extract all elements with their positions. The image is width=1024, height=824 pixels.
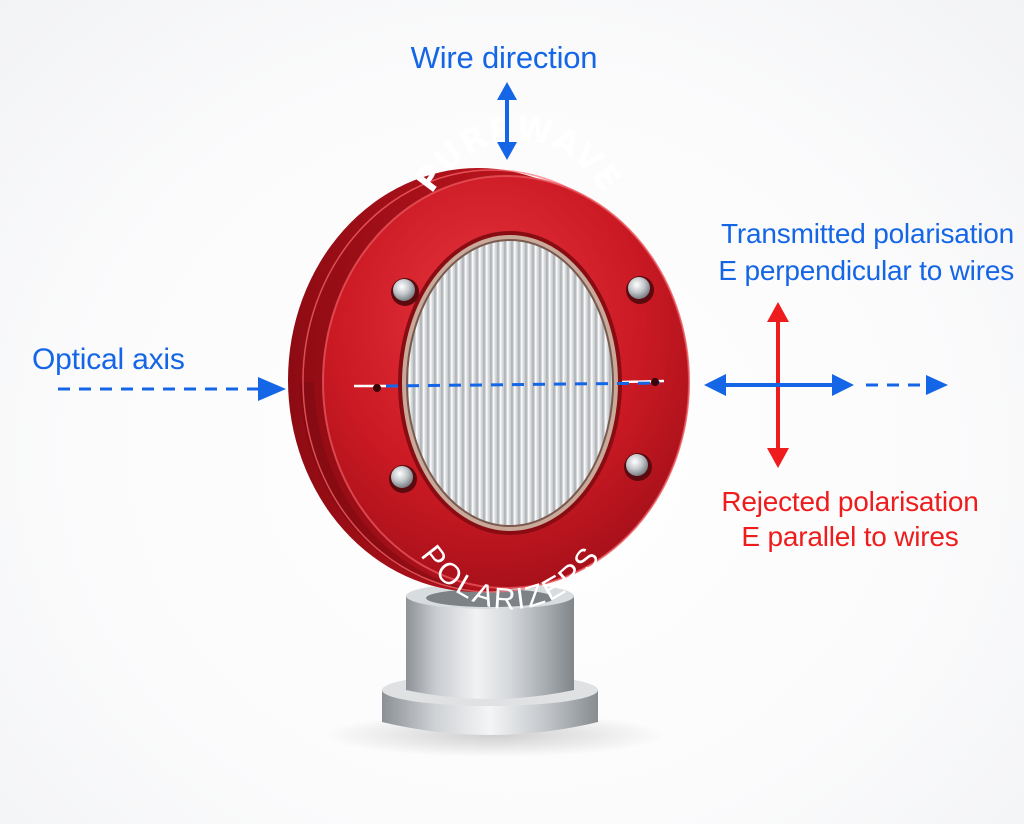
polarisation-cross-icon <box>704 302 854 468</box>
outgoing-beam-arrow <box>866 375 948 395</box>
polarizer-housing <box>288 168 690 593</box>
wire-direction-label: Wire direction <box>410 40 598 75</box>
arrowhead-icon <box>258 377 286 401</box>
alignment-hole-left <box>373 384 381 392</box>
transmitted-polarisation-detail: E perpendicular to wires <box>718 255 1014 286</box>
optical-axis-arrow <box>58 377 661 401</box>
arrowhead-icon <box>926 375 948 395</box>
alignment-hole-right <box>651 378 659 386</box>
screw-icon <box>389 276 654 493</box>
rejected-polarisation-detail: E parallel to wires <box>741 521 959 552</box>
rejected-polarisation-title: Rejected polarisation <box>721 486 979 517</box>
optical-axis-label: Optical axis <box>32 343 185 376</box>
transmitted-polarisation-title: Transmitted polarisation <box>721 218 1014 249</box>
double-arrow-vertical-icon <box>497 82 517 160</box>
stand <box>382 583 598 735</box>
